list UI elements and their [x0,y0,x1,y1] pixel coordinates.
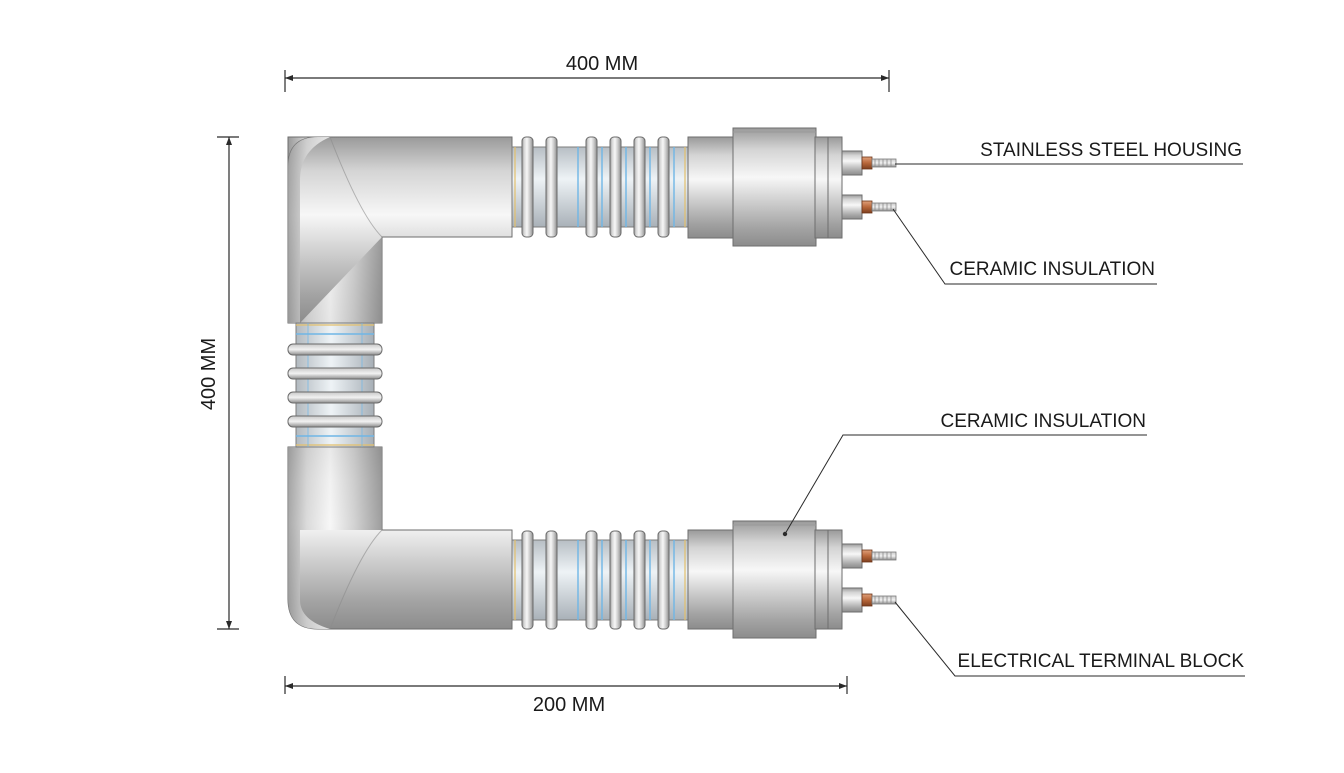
dimension-bottom-label: 200 MM [533,694,605,716]
top-elbow [287,136,513,324]
dimension-left-label: 400 MM [198,338,220,410]
bottom-elbow [287,446,513,630]
bottom-terminals [841,543,897,613]
terminal-bottom-1 [841,543,897,569]
callout-housing-label: STAINLESS STEEL HOUSING [980,140,1242,161]
callout-terminal-block-label: ELECTRICAL TERMINAL BLOCK [958,651,1245,672]
callout-insulation-mid-label: CERAMIC INSULATION [940,411,1146,432]
top-insulation-rings [521,136,670,238]
terminal-top-2 [841,194,897,220]
left-ceramic-section [287,322,383,448]
top-housing [687,127,843,247]
callout-terminal-block: ELECTRICAL TERMINAL BLOCK [894,601,1245,677]
dimension-top: 400 MM [284,53,890,92]
bottom-ceramic-section [511,530,689,630]
bottom-insulation-rings [521,530,670,630]
callout-housing: STAINLESS STEEL HOUSING [895,140,1243,165]
callout-insulation-top: CERAMIC INSULATION [892,208,1157,285]
bottom-housing [687,520,843,639]
top-ceramic-section [511,136,689,238]
terminal-top-1 [841,150,897,176]
left-insulation-rings [287,343,383,428]
dimension-left: 400 MM [198,136,239,630]
dimension-bottom: 200 MM [284,676,848,716]
terminal-bottom-2 [841,587,897,613]
dimension-top-label: 400 MM [566,53,638,75]
top-insulation-blue-lines [529,147,675,227]
top-terminals [841,150,897,220]
callout-insulation-mid: CERAMIC INSULATION [782,411,1147,537]
callout-insulation-top-label: CERAMIC INSULATION [949,259,1155,280]
